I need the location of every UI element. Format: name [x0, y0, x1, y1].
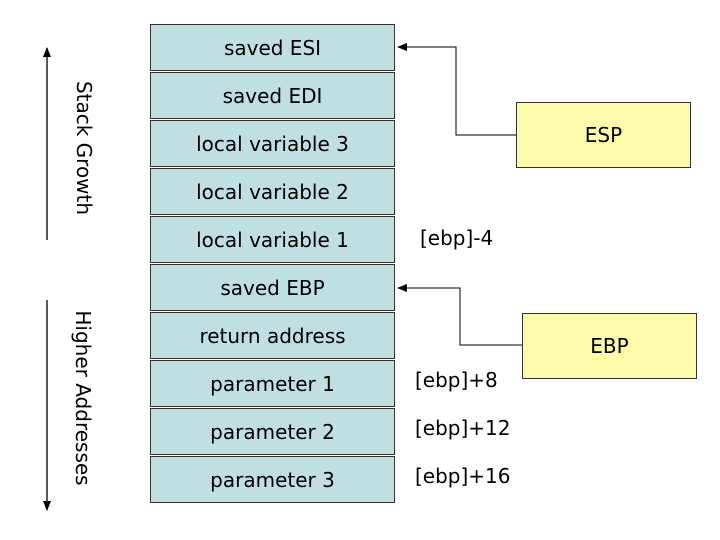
stack-cell-local-variable-2: local variable 2	[150, 168, 395, 215]
offset-parameter-1: [ebp]+8	[415, 368, 498, 392]
stack-growth-label: Stack Growth	[72, 80, 96, 216]
offset-local-variable-1: [ebp]-4	[420, 226, 494, 250]
ebp-pointer-arrow	[397, 284, 522, 346]
stack-cell-saved-esi: saved ESI	[150, 24, 395, 71]
higher-addresses-label: Higher Addresses	[71, 310, 95, 486]
ebp-register-box: EBP	[522, 313, 697, 379]
esp-pointer-arrow	[397, 43, 516, 136]
stack-cell-parameter-3: parameter 3	[150, 456, 395, 503]
stack-cell-saved-ebp: saved EBP	[150, 264, 395, 311]
stack-cell-saved-edi: saved EDI	[150, 72, 395, 119]
stack-cell-parameter-1: parameter 1	[150, 360, 395, 407]
stack-cell-return-address: return address	[150, 312, 395, 359]
offset-parameter-2: [ebp]+12	[415, 416, 511, 440]
offset-parameter-3: [ebp]+16	[415, 464, 511, 488]
stack-cell-parameter-2: parameter 2	[150, 408, 395, 455]
stack-cell-local-variable-1: local variable 1	[150, 216, 395, 263]
esp-register-box: ESP	[516, 102, 691, 168]
stack-cell-local-variable-3: local variable 3	[150, 120, 395, 167]
